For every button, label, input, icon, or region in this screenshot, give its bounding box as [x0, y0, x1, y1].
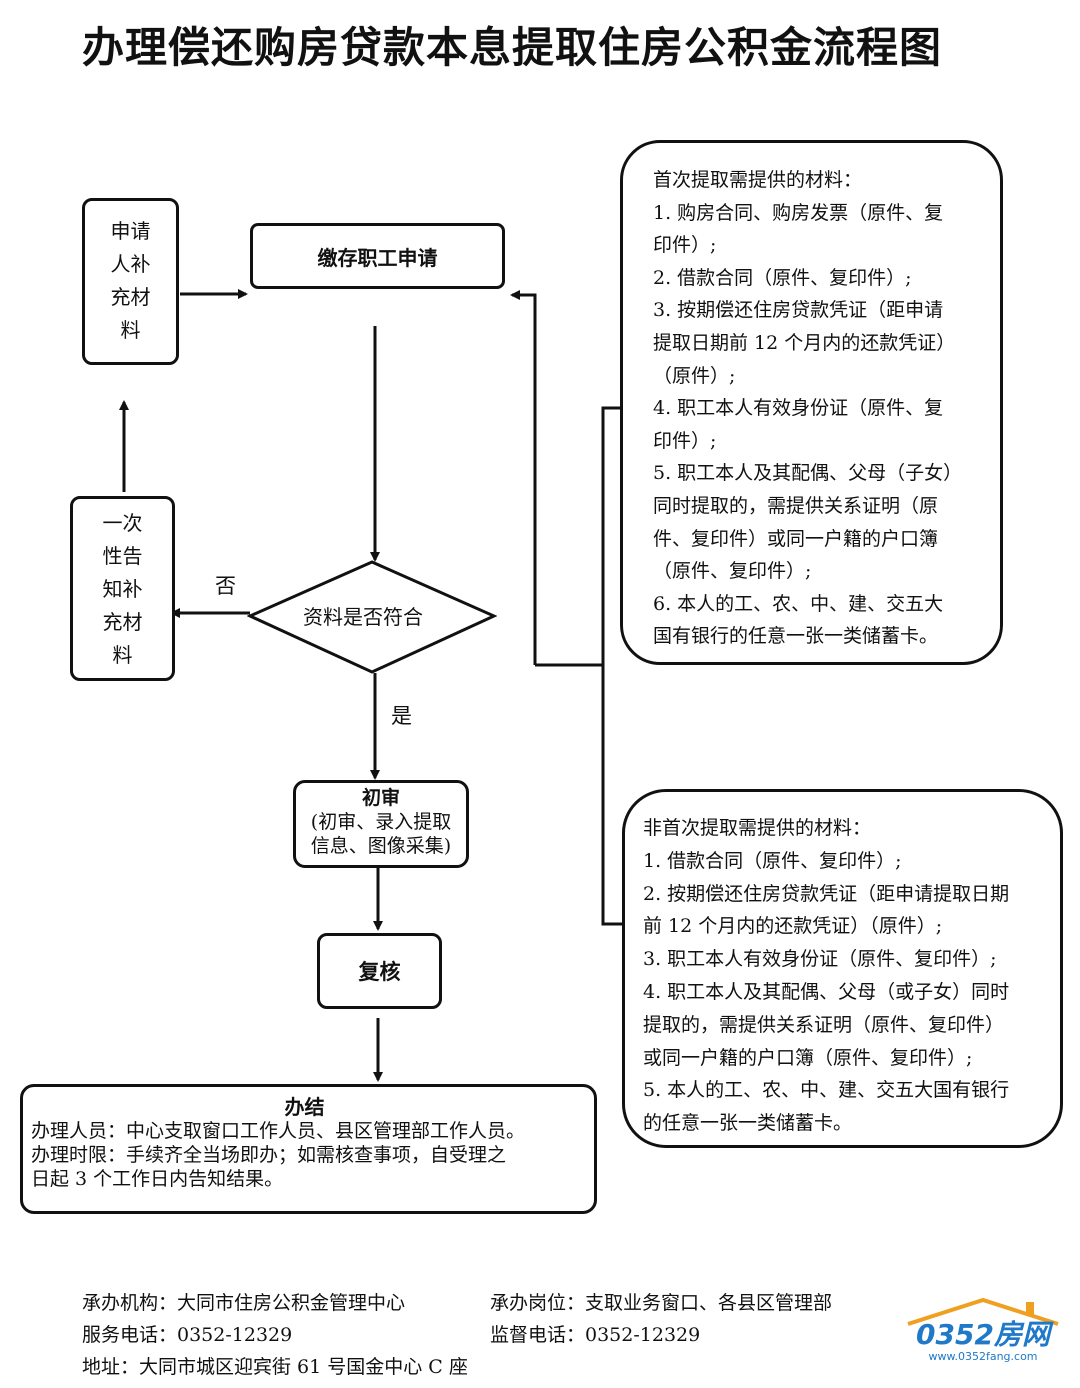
house-roof-icon — [907, 1297, 1059, 1326]
non-first-materials-line: 5. 本人的工、农、中、建、交五大国有银行 — [643, 1079, 1010, 1102]
non-first-materials-heading: 非首次提取需提供的材料： — [643, 817, 872, 839]
initial-review-line: (初审、录入提取 — [310, 811, 452, 833]
finish-node: 办结 办理人员：中心支取窗口工作人员、县区管理部工作人员。 办理时限：手续齐全当… — [20, 1084, 597, 1214]
notice-line: 性告 — [102, 544, 143, 568]
recheck-node: 复核 — [317, 933, 442, 1009]
first-materials-line: 2. 借款合同（原件、复印件）; — [653, 266, 912, 289]
watermark-logo: 0352房网 www.0352fang.com — [898, 1296, 1068, 1376]
first-materials-line: （原件、复印件）; — [653, 560, 812, 583]
first-materials-line: 件、复印件）或同一户籍的户口簿 — [653, 527, 939, 550]
non-first-materials-line: 前 12 个月内的还款凭证）（原件）; — [643, 915, 943, 938]
notice-line: 料 — [112, 643, 133, 667]
footer-post: 承办岗位：支取业务窗口、各县区管理部 — [490, 1292, 833, 1314]
notice-line: 一次 — [102, 511, 143, 535]
decision-node — [247, 560, 497, 674]
apply-label: 缴存职工申请 — [317, 245, 438, 270]
first-materials-line: （原件）; — [653, 364, 736, 387]
supplement-line: 充材 — [110, 285, 151, 309]
apply-node: 缴存职工申请 — [250, 223, 505, 289]
first-materials-line: 同时提取的，需提供关系证明（原 — [653, 494, 939, 517]
decision-label: 资料是否符合 — [303, 605, 423, 629]
first-materials-line: 印件）; — [653, 234, 717, 257]
supplement-line: 申请 — [110, 219, 151, 243]
page-title: 办理偿还购房贷款本息提取住房公积金流程图 — [82, 23, 943, 72]
initial-review-line: 信息、图像采集) — [310, 835, 452, 857]
non-first-materials-line: 2. 按期偿还住房贷款凭证（距申请提取日期 — [643, 882, 1010, 905]
finish-line: 办理人员：中心支取窗口工作人员、县区管理部工作人员。 — [31, 1120, 526, 1142]
first-materials-line: 5. 职工本人及其配偶、父母（子女） — [653, 462, 963, 485]
footer-address: 地址：大同市城区迎宾街 61 号国金中心 C 座 — [82, 1356, 468, 1378]
notice-line: 知补 — [102, 577, 143, 601]
supplement-apply-node: 申请 人补 充材 料 — [82, 198, 179, 365]
first-materials-line: 1. 购房合同、购房发票（原件、复 — [653, 201, 944, 224]
footer-service-phone: 服务电话：0352-12329 — [82, 1324, 293, 1346]
non-first-materials-line: 或同一户籍的户口簿（原件、复印件）; — [643, 1046, 973, 1069]
no-label: 否 — [215, 574, 236, 598]
first-materials-line: 印件）; — [653, 429, 717, 452]
initial-review-node: 初审 (初审、录入提取 信息、图像采集) — [293, 780, 469, 868]
first-materials-line: 3. 按期偿还住房贷款凭证（距申请 — [653, 299, 944, 322]
non-first-materials-text: 非首次提取需提供的材料： 1. 借款合同（原件、复印件）; 2. 按期偿还住房贷… — [643, 812, 1009, 1140]
first-materials-heading: 首次提取需提供的材料： — [653, 169, 863, 191]
one-time-notice-node: 一次 性告 知补 充材 料 — [70, 496, 175, 681]
initial-review-title: 初审 — [361, 787, 400, 809]
first-materials-line: 国有银行的任意一张一类储蓄卡。 — [653, 625, 939, 648]
recheck-label: 复核 — [358, 960, 401, 984]
yes-label: 是 — [391, 704, 412, 728]
first-materials-text: 首次提取需提供的材料： 1. 购房合同、购房发票（原件、复 印件）; 2. 借款… — [653, 164, 962, 653]
watermark-logo-text: 0352房网 — [916, 1318, 1050, 1351]
non-first-materials-line: 4. 职工本人及其配偶、父母（或子女）同时 — [643, 980, 1010, 1003]
footer-agency: 承办机构：大同市住房公积金管理中心 — [82, 1292, 406, 1314]
finish-title: 办结 — [284, 1095, 325, 1119]
first-materials-line: 6. 本人的工、农、中、建、交五大 — [653, 592, 944, 615]
finish-line: 办理时限：手续齐全当场即办；如需核查事项，自受理之 — [31, 1144, 507, 1166]
non-first-materials-box — [622, 789, 1063, 1148]
non-first-materials-line: 的任意一张一类储蓄卡。 — [643, 1112, 853, 1135]
first-materials-line: 提取日期前 12 个月内的还款凭证） — [653, 331, 956, 354]
supplement-line: 人补 — [110, 252, 151, 276]
notice-line: 充材 — [102, 610, 143, 634]
finish-line: 日起 3 个工作日内告知结果。 — [31, 1168, 284, 1190]
supplement-line: 料 — [120, 318, 141, 342]
watermark-url: www.0352fang.com — [928, 1350, 1038, 1363]
first-materials-line: 4. 职工本人有效身份证（原件、复 — [653, 397, 944, 420]
first-materials-box — [620, 140, 1003, 665]
arrow-materials-to-apply — [510, 290, 537, 665]
footer-supervise-phone: 监督电话：0352-12329 — [490, 1324, 701, 1346]
non-first-materials-line: 提取的，需提供关系证明（原件、复印件） — [643, 1013, 1005, 1036]
non-first-materials-line: 1. 借款合同（原件、复印件）; — [643, 849, 902, 872]
materials-bracket — [601, 406, 622, 926]
non-first-materials-line: 3. 职工本人有效身份证（原件、复印件）; — [643, 948, 997, 971]
